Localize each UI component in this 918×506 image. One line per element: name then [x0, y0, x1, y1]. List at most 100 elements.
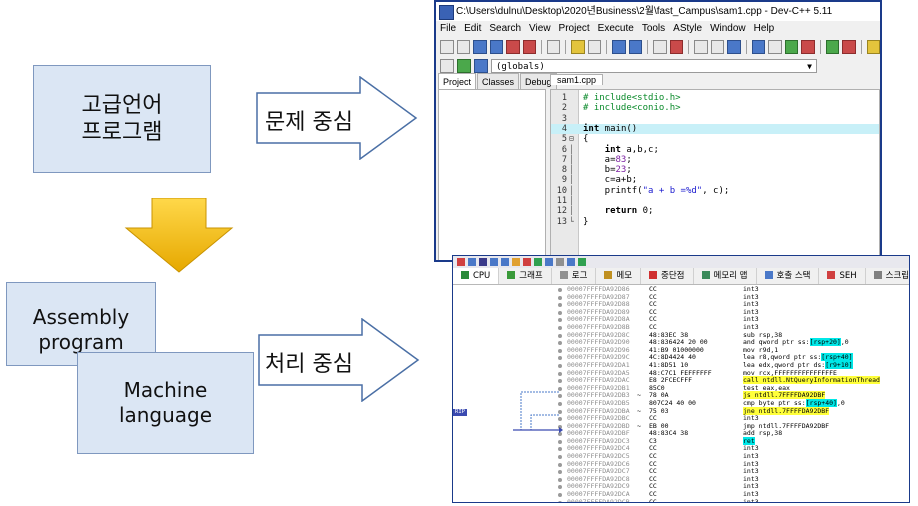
breakpoint-dot-icon[interactable]	[558, 409, 562, 414]
menu-item-help[interactable]: Help	[753, 23, 775, 34]
hash-icon[interactable]	[556, 258, 564, 266]
breakpoint-dot-icon[interactable]	[558, 470, 562, 475]
search-icon[interactable]	[612, 40, 626, 54]
close-all-icon[interactable]	[522, 40, 536, 54]
code-line[interactable]: 1# include<stdio.h>	[551, 93, 879, 103]
breakpoint-dot-icon[interactable]	[558, 303, 562, 308]
breakpoint-dot-icon[interactable]	[558, 432, 562, 437]
menu-item-view[interactable]: View	[529, 23, 551, 34]
patch-icon[interactable]	[534, 258, 542, 266]
chart-icon[interactable]	[866, 40, 880, 54]
file-tab[interactable]: sam1.cpp	[550, 74, 604, 85]
compile-icon[interactable]	[751, 40, 766, 54]
replace-icon[interactable]	[628, 40, 643, 54]
code-line[interactable]: 11│	[551, 196, 879, 206]
breakpoint-dot-icon[interactable]	[558, 318, 562, 323]
breakpoint-dot-icon[interactable]	[558, 363, 562, 368]
debugger-tab[interactable]: 메모리 맵	[694, 268, 757, 284]
breakpoint-dot-icon[interactable]	[558, 310, 562, 315]
redo-icon[interactable]	[587, 40, 602, 54]
panel-tab-project[interactable]: Project	[438, 73, 477, 89]
pause-icon[interactable]	[479, 258, 487, 266]
menu-item-tools[interactable]: Tools	[641, 23, 666, 34]
print-icon[interactable]	[546, 40, 561, 54]
toggle-bookmark-icon[interactable]	[669, 40, 684, 54]
menu-item-execute[interactable]: Execute	[597, 23, 634, 34]
code-line[interactable]: 10│ printf("a + b =%d", c);	[551, 186, 879, 196]
code-line[interactable]: 9│ c=a+b;	[551, 175, 879, 185]
breakpoint-dot-icon[interactable]	[558, 455, 562, 460]
breakpoint-dot-icon[interactable]	[558, 424, 562, 429]
menu-item-project[interactable]: Project	[558, 23, 590, 34]
font-icon[interactable]	[567, 258, 575, 266]
check-icon[interactable]	[825, 40, 840, 54]
breakpoint-dot-icon[interactable]	[558, 447, 562, 452]
code-line[interactable]: 2# include<conio.h>	[551, 103, 879, 113]
debugger-tab[interactable]: 호출 스택	[757, 268, 820, 284]
breakpoint-dot-icon[interactable]	[558, 325, 562, 330]
open-file-icon[interactable]	[456, 40, 470, 54]
code-line[interactable]: 12│ return 0;	[551, 206, 879, 216]
breakpoint-dot-icon[interactable]	[558, 295, 562, 300]
menu-item-search[interactable]: Search	[489, 23, 522, 34]
toggle-comment-icon[interactable]	[727, 40, 741, 54]
debugger-tab[interactable]: 그래프	[499, 268, 552, 284]
debugger-tab[interactable]: 메모	[596, 268, 642, 284]
breakpoint-dot-icon[interactable]	[558, 356, 562, 361]
goto-line-icon[interactable]	[653, 40, 667, 54]
debugger-tab[interactable]: 로그	[552, 268, 597, 284]
stop-icon[interactable]	[842, 40, 856, 54]
breakpoint-dot-icon[interactable]	[558, 379, 562, 384]
function-icon[interactable]	[545, 258, 553, 266]
breakpoint-dot-icon[interactable]	[558, 401, 562, 406]
save-icon[interactable]	[473, 40, 487, 54]
breakpoint-dot-icon[interactable]	[558, 417, 562, 422]
menu-item-edit[interactable]: Edit	[464, 23, 482, 34]
breakpoint-dot-icon[interactable]	[558, 477, 562, 482]
save-all-icon[interactable]	[489, 40, 503, 54]
breakpoint-dot-icon[interactable]	[558, 341, 562, 346]
menu-item-astyle[interactable]: AStyle	[673, 23, 703, 34]
grid-icon[interactable]	[578, 258, 586, 266]
code-line[interactable]: 8│ b=23;	[551, 165, 879, 175]
step-over-icon[interactable]	[501, 258, 509, 266]
breakpoint-icon[interactable]	[523, 258, 531, 266]
run-icon[interactable]	[468, 258, 476, 266]
panel-tab-classes[interactable]: Classes	[477, 73, 520, 89]
run-icon[interactable]	[768, 40, 782, 54]
code-line[interactable]: 7│ a=83;	[551, 155, 879, 165]
project-add-icon[interactable]	[457, 59, 471, 73]
breakpoint-dot-icon[interactable]	[558, 493, 562, 498]
breakpoint-dot-icon[interactable]	[558, 394, 562, 399]
debugger-tab[interactable]: 스크립트	[866, 268, 909, 284]
project-remove-icon[interactable]	[474, 59, 488, 73]
breakpoint-dot-icon[interactable]	[558, 485, 562, 490]
breakpoint-dot-icon[interactable]	[558, 371, 562, 376]
trace-icon[interactable]	[512, 258, 520, 266]
breakpoint-dot-icon[interactable]	[558, 500, 562, 502]
unindent-icon[interactable]	[710, 40, 725, 54]
